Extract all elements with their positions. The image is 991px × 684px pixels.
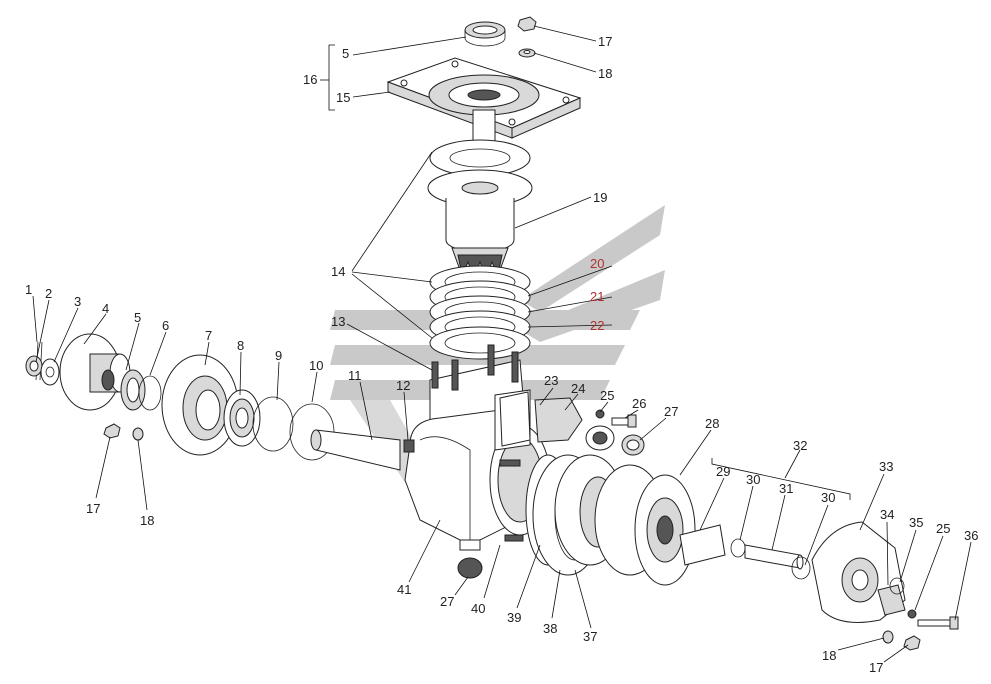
callout-6: 6 (162, 318, 169, 333)
callout-27-right: 27 (664, 404, 678, 419)
castle-nut-2 (25, 355, 43, 377)
callout-28: 28 (705, 416, 719, 431)
washer-18-top (518, 48, 536, 58)
ring-30-right (791, 556, 811, 580)
callout-12: 12 (396, 378, 410, 393)
callout-41: 41 (397, 582, 411, 597)
nut-17-left (103, 423, 121, 439)
cover-7 (161, 354, 239, 456)
callout-32: 32 (793, 438, 807, 453)
callout-17-top: 17 (598, 34, 612, 49)
shims-20-22 (429, 265, 531, 360)
shaft-31 (744, 544, 804, 570)
callout-19: 19 (593, 190, 607, 205)
washer-3 (40, 358, 60, 386)
snap-ring-6 (138, 375, 162, 411)
bracket-34 (877, 584, 906, 616)
studs-40 (499, 459, 524, 542)
callout-23: 23 (544, 373, 558, 388)
callout-2: 2 (45, 286, 52, 301)
callout-5-top: 5 (342, 46, 349, 61)
washer-25-top (595, 409, 605, 419)
washer-18-left (132, 427, 144, 441)
watermark-wing-upper (520, 205, 665, 312)
callout-29: 29 (716, 464, 730, 479)
callout-25-right: 25 (936, 521, 950, 536)
callout-27-bottom: 27 (440, 594, 454, 609)
callout-25-top: 25 (600, 388, 614, 403)
callout-4: 4 (102, 301, 109, 316)
callout-30-right: 30 (821, 490, 835, 505)
plug-27-bottom (457, 557, 483, 579)
callout-37: 37 (583, 629, 597, 644)
ring-9 (252, 396, 294, 452)
callout-14: 14 (331, 264, 345, 279)
leader-lines (32, 25, 972, 663)
callout-11: 11 (348, 368, 362, 383)
top-seal-5 (464, 21, 506, 47)
callout-21: 21 (590, 289, 604, 304)
callout-9: 9 (275, 348, 282, 363)
callout-labels: 1 2 3 4 5 6 7 8 9 10 11 12 13 14 5 15 16… (25, 34, 978, 675)
callout-7: 7 (205, 328, 212, 343)
plug-27-right (621, 434, 645, 456)
callout-38: 38 (543, 621, 557, 636)
callout-26: 26 (632, 396, 646, 411)
housing-19 (427, 169, 533, 280)
ring-30-left (730, 538, 746, 558)
callout-10: 10 (309, 358, 323, 373)
callout-24: 24 (571, 381, 585, 396)
callout-18-right: 18 (822, 648, 836, 663)
callout-17-right: 17 (869, 660, 883, 675)
callout-31: 31 (779, 481, 793, 496)
callout-15: 15 (336, 90, 350, 105)
side-flange-23-24 (499, 391, 615, 451)
callout-34: 34 (880, 507, 894, 522)
callout-33: 33 (879, 459, 893, 474)
flange-4 (59, 333, 131, 411)
ring-35 (889, 577, 905, 595)
callout-17-left: 17 (86, 501, 100, 516)
bolt-36 (917, 616, 959, 630)
callout-20: 20 (590, 256, 604, 271)
bolt-26 (611, 414, 637, 428)
callout-40: 40 (471, 601, 485, 616)
callout-13: 13 (331, 314, 345, 329)
callout-36: 36 (964, 528, 978, 543)
washer-25-right (907, 609, 917, 619)
callout-5-left: 5 (134, 310, 141, 325)
nut-17-right (903, 635, 921, 651)
shaft-11 (310, 429, 415, 471)
callout-16: 16 (303, 72, 317, 87)
callout-39: 39 (507, 610, 521, 625)
nut-17-top (517, 16, 537, 32)
callout-18-top: 18 (598, 66, 612, 81)
callout-22: 22 (590, 318, 604, 333)
washer-18-right (882, 630, 894, 644)
callout-35: 35 (909, 515, 923, 530)
callout-30-left: 30 (746, 472, 760, 487)
bearing-8 (223, 389, 261, 447)
housing-28 (594, 464, 696, 586)
callout-8: 8 (237, 338, 244, 353)
callout-3: 3 (74, 294, 81, 309)
shaft-29 (679, 524, 726, 566)
callout-1: 1 (25, 282, 32, 297)
callout-18-left: 18 (140, 513, 154, 528)
seal-5-left (120, 369, 146, 411)
